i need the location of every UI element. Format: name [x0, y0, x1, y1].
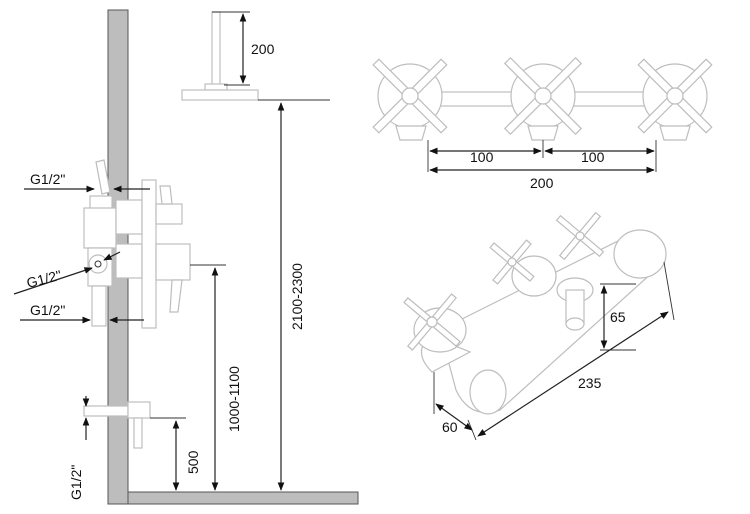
iso-handle-left — [403, 293, 467, 353]
overall-length-label: 235 — [578, 375, 602, 391]
ceiling-height-label: 2100-2300 — [289, 263, 305, 330]
iso-handle-middle — [489, 239, 557, 297]
dim-ceiling-height: 2100-2300 — [258, 99, 330, 491]
shower-head — [181, 11, 259, 101]
shower-arm-label: 200 — [251, 41, 275, 57]
mixer-height-label: 1000-1100 — [226, 366, 242, 432]
thread-top-label: G1/2" — [30, 171, 65, 187]
dim-shower-arm: 200 — [212, 11, 275, 86]
dim-spout-height: 500 — [172, 420, 201, 491]
thread-callout-bottom: G1/2" — [20, 302, 144, 324]
spout-projection-label: 60 — [442, 419, 458, 435]
thread-spout-label: G1/2" — [68, 465, 84, 500]
floor — [127, 491, 359, 505]
front-view: 100 100 200 — [372, 56, 713, 191]
spout-height-label: 500 — [185, 450, 201, 474]
thread-middle-label: G1/2" — [25, 267, 63, 291]
side-view: 200 2100-2300 — [13, 9, 359, 505]
lower-outlet — [83, 401, 186, 449]
isometric-view: 65 235 60 — [403, 211, 675, 441]
total-width-label: 200 — [530, 175, 554, 191]
thread-callout-spout: G1/2" — [68, 396, 90, 500]
thread-bottom-label: G1/2" — [30, 302, 65, 318]
depth-label: 65 — [610, 309, 626, 325]
iso-handle-right — [555, 211, 667, 279]
handle-right — [637, 58, 713, 141]
handle-left — [372, 58, 448, 141]
thread-callout-top: G1/2" — [24, 171, 150, 193]
spacing-left-label: 100 — [470, 149, 494, 165]
mixer-body — [83, 159, 191, 329]
dim-mixer-height: 1000-1100 — [190, 264, 242, 491]
handle-center — [503, 56, 583, 141]
spacing-right-label: 100 — [581, 149, 605, 165]
